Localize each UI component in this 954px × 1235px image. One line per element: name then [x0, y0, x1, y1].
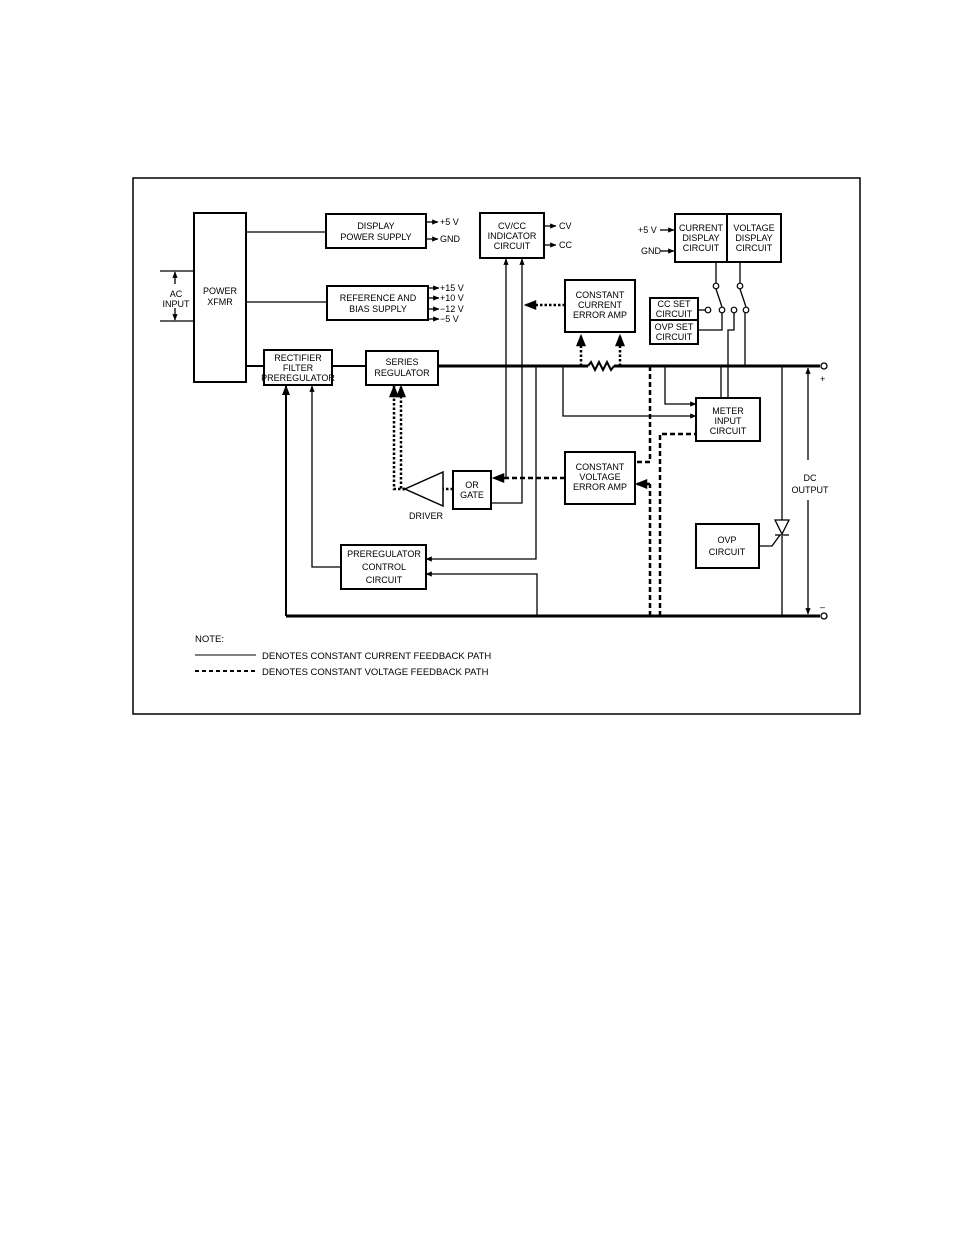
dc-output-line-2: OUTPUT: [792, 485, 830, 495]
dc-output-line-1: DC: [804, 473, 817, 483]
display-plus5-label: +5 V: [440, 217, 459, 227]
meter-gnd-label: GND: [641, 246, 662, 256]
cc-output-label: CC: [559, 240, 572, 250]
current-display-line-1: CURRENT: [679, 223, 724, 233]
meter-plus5-label: +5 V: [638, 225, 657, 235]
current-display-line-2: DISPLAY: [682, 233, 719, 243]
reference-bias-line-1: REFERENCE AND: [340, 293, 417, 303]
power-xfmr-line-2: XFMR: [207, 297, 233, 307]
series-regulator-block: SERIES REGULATOR: [365, 350, 439, 386]
display-power-supply-line-1: DISPLAY: [357, 221, 394, 231]
display-gnd-label: GND: [440, 234, 461, 244]
cc-error-amp-line-2: CURRENT: [578, 300, 623, 310]
cvcc-indicator-line-2: INDICATOR: [488, 231, 537, 241]
ac-input-label: AC INPUT: [163, 289, 191, 309]
ref-minus12-label: −12 V: [440, 304, 464, 314]
cc-error-amp-line-3: ERROR AMP: [573, 310, 627, 320]
ovp-circuit-line-2: CIRCUIT: [709, 547, 746, 557]
ovp-circuit-line-1: OVP: [717, 535, 736, 545]
preregulator-control-line-1: PREREGULATOR: [347, 549, 421, 559]
or-gate-block: OR GATE: [452, 470, 492, 510]
meter-input-line-2: INPUT: [715, 416, 743, 426]
ref-minus5-label: −5 V: [440, 314, 459, 324]
cc-set-line-2: CIRCUIT: [656, 309, 693, 319]
voltage-display-block: VOLTAGE DISPLAY CIRCUIT: [726, 213, 782, 263]
cv-error-amp-line-3: ERROR AMP: [573, 482, 627, 492]
or-gate-line-2: GATE: [460, 490, 484, 500]
driver-amplifier: DRIVER: [403, 470, 444, 521]
rectifier-line-2: FILTER: [283, 363, 314, 373]
legend-dashed-text: DENOTES CONSTANT VOLTAGE FEEDBACK PATH: [262, 667, 489, 678]
current-display-block: CURRENT DISPLAY CIRCUIT: [674, 213, 728, 263]
meter-input-block: METER INPUT CIRCUIT: [695, 397, 761, 442]
legend-solid-text: DENOTES CONSTANT CURRENT FEEDBACK PATH: [262, 651, 491, 662]
series-regulator-line-2: REGULATOR: [374, 368, 430, 378]
power-xfmr-block: POWER XFMR: [193, 212, 247, 383]
display-power-supply-line-2: POWER SUPPLY: [340, 232, 411, 242]
legend-title: NOTE:: [195, 634, 224, 645]
or-gate-line-1: OR: [465, 480, 479, 490]
cvcc-indicator-block: CV/CC INDICATOR CIRCUIT: [479, 212, 545, 259]
power-xfmr-line-1: POWER: [203, 286, 238, 296]
ref-plus10-label: +10 V: [440, 293, 464, 303]
display-power-supply-block: DISPLAY POWER SUPPLY: [325, 213, 427, 249]
preregulator-control-line-3: CIRCUIT: [366, 575, 403, 585]
reference-bias-line-2: BIAS SUPPLY: [349, 304, 407, 314]
driver-label: DRIVER: [409, 511, 444, 521]
legend: NOTE: DENOTES CONSTANT CURRENT FEEDBACK …: [195, 634, 491, 678]
preregulator-control-block: PREREGULATOR CONTROL CIRCUIT: [340, 544, 427, 590]
cvcc-indicator-line-1: CV/CC: [498, 221, 527, 231]
voltage-display-line-1: VOLTAGE: [733, 223, 774, 233]
dc-output-label: DC OUTPUT: [792, 473, 830, 495]
series-regulator-line-1: SERIES: [385, 357, 418, 367]
ref-plus15-label: +15 V: [440, 283, 464, 293]
cv-error-amp-line-2: VOLTAGE: [579, 472, 620, 482]
constant-voltage-error-amp-block: CONSTANT VOLTAGE ERROR AMP: [564, 451, 636, 505]
reference-bias-supply-block: REFERENCE AND BIAS SUPPLY: [326, 285, 429, 321]
cvcc-indicator-line-3: CIRCUIT: [494, 241, 531, 251]
preregulator-control-line-2: CONTROL: [362, 562, 406, 572]
plus-terminal-label: +: [820, 374, 825, 384]
ac-input-line-2: INPUT: [163, 299, 191, 309]
ovp-set-line-2: CIRCUIT: [656, 332, 693, 342]
rectifier-line-3: PREREGULATOR: [261, 373, 335, 383]
meter-input-line-3: CIRCUIT: [710, 426, 747, 436]
ac-input-line-1: AC: [170, 289, 183, 299]
cc-set-line-1: CC SET: [657, 299, 691, 309]
driver-triangle-icon: [403, 470, 444, 508]
cc-set-block: CC SET CIRCUIT: [649, 297, 699, 321]
diagram-frame: [132, 177, 861, 715]
voltage-display-line-2: DISPLAY: [735, 233, 772, 243]
rectifier-block: RECTIFIER FILTER PREREGULATOR: [261, 349, 335, 386]
ovp-set-line-1: OVP SET: [655, 322, 694, 332]
ovp-circuit-block: OVP CIRCUIT: [695, 523, 760, 569]
minus-terminal-label: –: [820, 602, 825, 612]
ovp-set-block: OVP SET CIRCUIT: [649, 319, 699, 345]
cc-error-amp-line-1: CONSTANT: [576, 290, 625, 300]
voltage-display-line-3: CIRCUIT: [736, 243, 773, 253]
cv-error-amp-line-1: CONSTANT: [576, 462, 625, 472]
current-display-line-3: CIRCUIT: [683, 243, 720, 253]
meter-input-line-1: METER: [712, 406, 744, 416]
constant-current-error-amp-block: CONSTANT CURRENT ERROR AMP: [564, 279, 636, 333]
rectifier-line-1: RECTIFIER: [274, 353, 322, 363]
cv-output-label: CV: [559, 221, 572, 231]
